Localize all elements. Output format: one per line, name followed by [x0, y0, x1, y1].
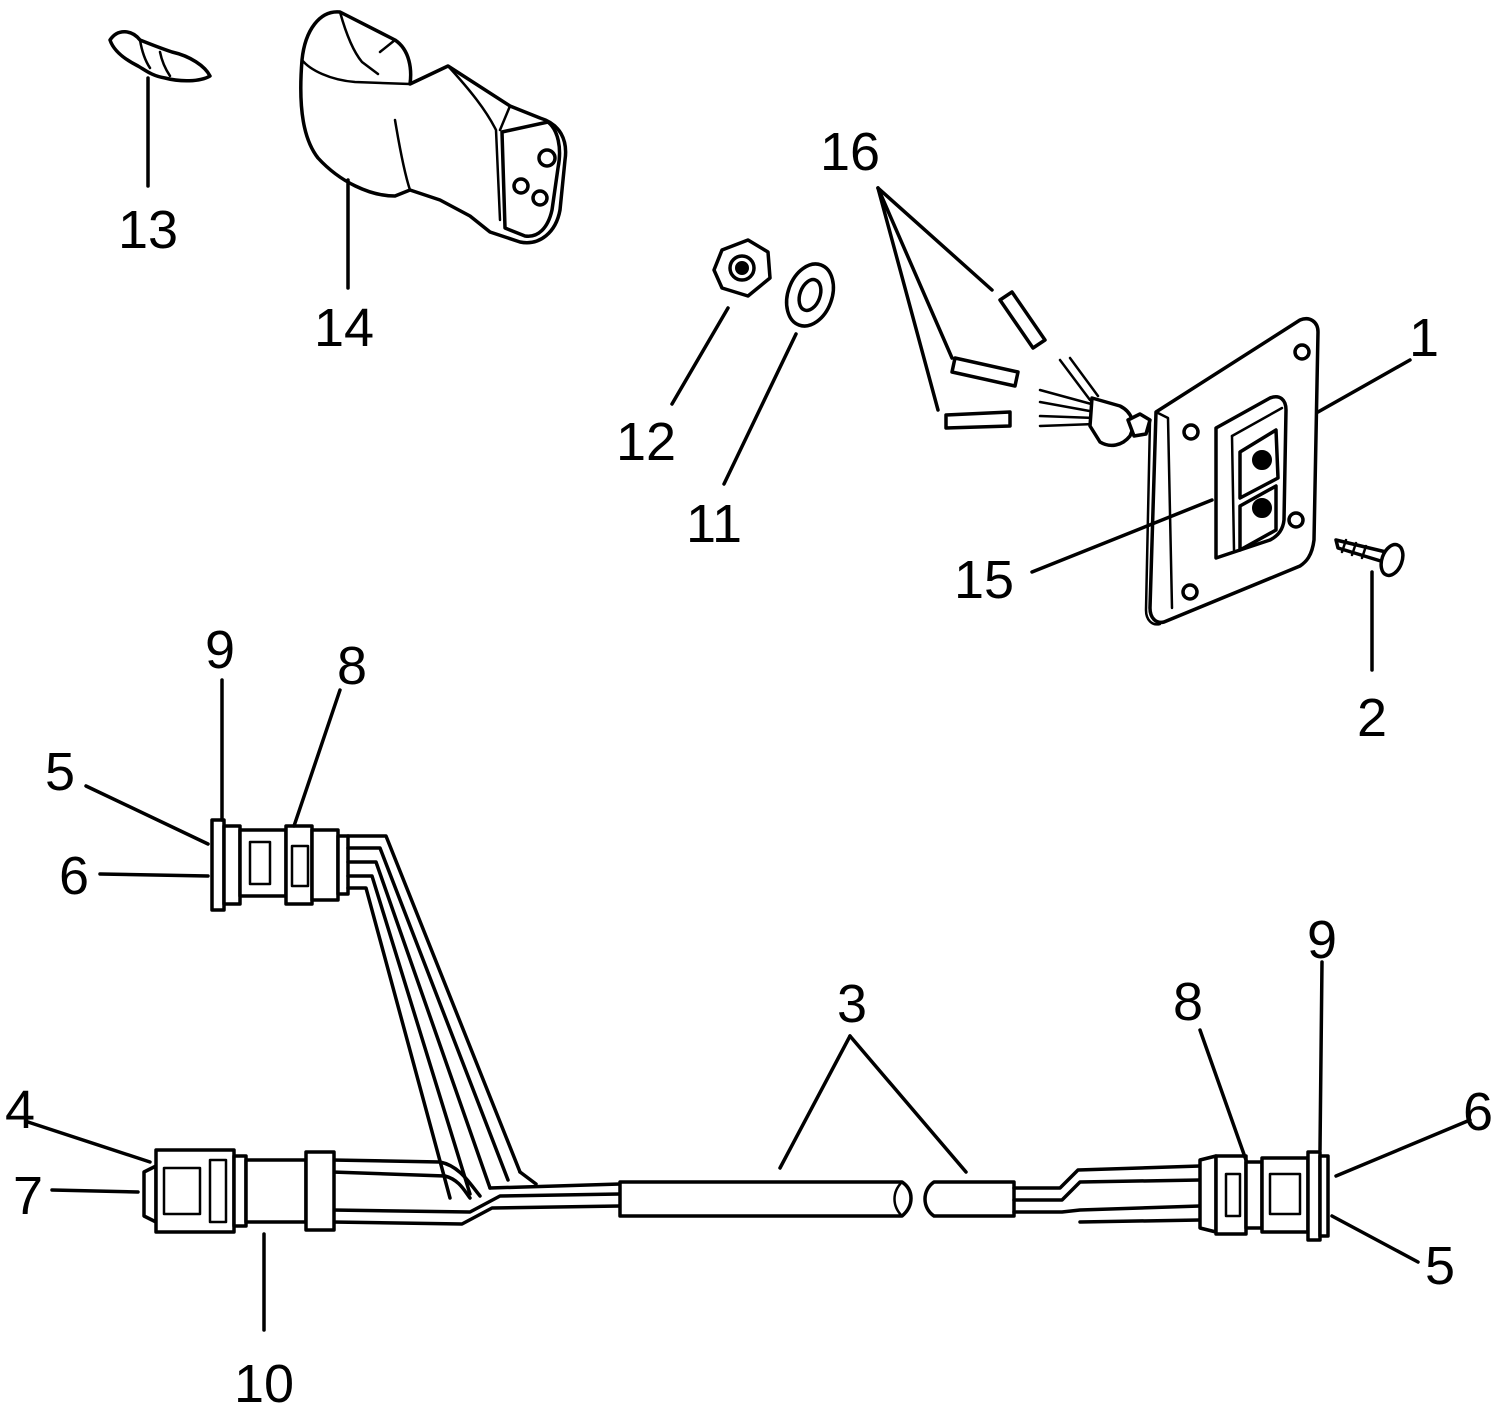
- callout-6-left: 6: [59, 846, 89, 906]
- callout-4: 4: [5, 1080, 35, 1140]
- part-1-switch-panel: [1144, 317, 1320, 626]
- callout-6-right: 6: [1463, 1082, 1493, 1142]
- callout-9-left: 9: [205, 620, 235, 680]
- callout-2: 2: [1357, 688, 1387, 748]
- right-connector: [1198, 1150, 1330, 1242]
- callout-16: 16: [820, 122, 880, 182]
- callout-12: 12: [616, 412, 676, 472]
- callout-11: 11: [686, 494, 742, 554]
- callout-8-left: 8: [337, 636, 367, 696]
- callout-8-right: 8: [1173, 972, 1203, 1032]
- callout-9-right: 9: [1307, 910, 1337, 970]
- lower-left-connector: [142, 1148, 336, 1234]
- callout-15: 15: [954, 550, 1014, 610]
- leader-lines: [26, 76, 1472, 1332]
- part-14-connector-housing: [299, 10, 568, 245]
- part-3-cable: [618, 1164, 1202, 1224]
- part-12-nut: [712, 238, 772, 298]
- part-16-terminals: [944, 290, 1152, 448]
- callout-5-left: 5: [45, 742, 75, 802]
- callout-5-right: 5: [1425, 1236, 1455, 1296]
- harness-wires: [330, 834, 622, 1226]
- callout-10: 10: [234, 1354, 294, 1414]
- callout-labels: 13 14 16 12 11 1 15 2 9 8 5 6 4 7 10 3 8…: [5, 122, 1493, 1414]
- callout-7: 7: [13, 1166, 43, 1226]
- part-2-screw: [1334, 538, 1405, 578]
- part-11-washer: [784, 262, 836, 328]
- upper-left-connector: [210, 818, 350, 912]
- callout-13: 13: [118, 200, 178, 260]
- callout-1: 1: [1409, 308, 1439, 368]
- callout-14: 14: [314, 298, 374, 358]
- callout-3: 3: [837, 974, 867, 1034]
- part-13-terminal-pin: [108, 30, 212, 83]
